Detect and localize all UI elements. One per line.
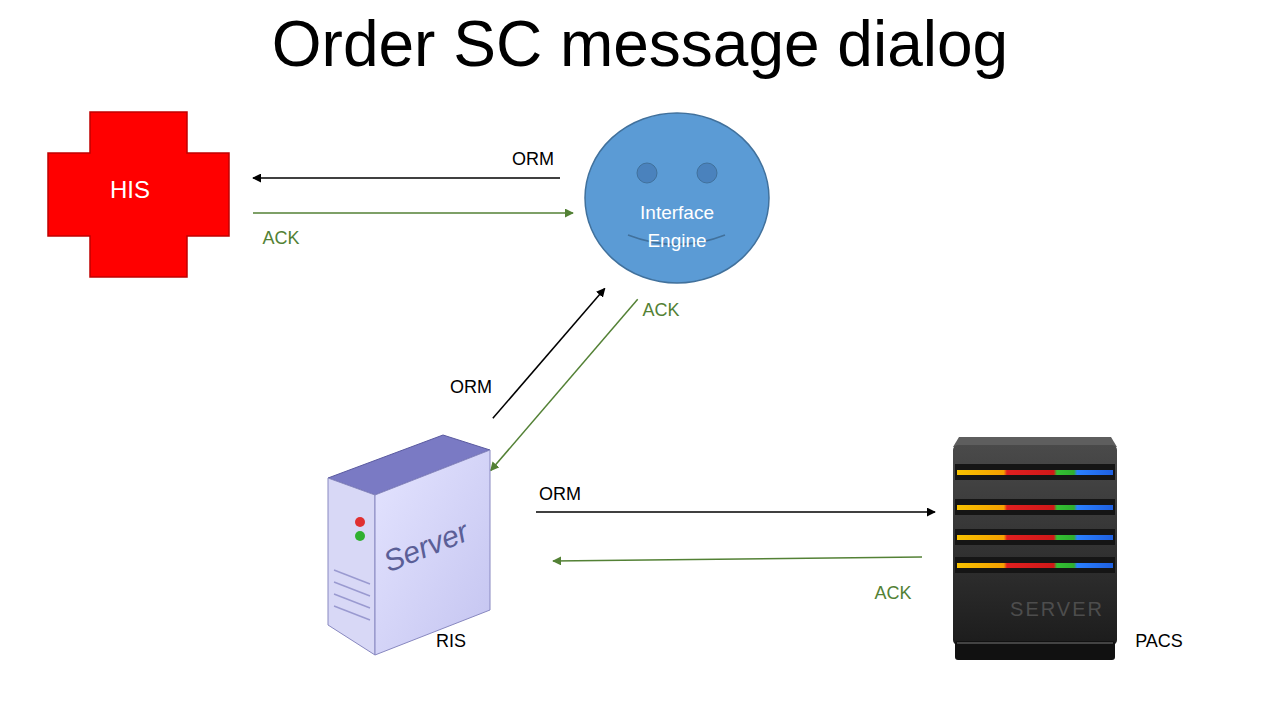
ris-node: ServerRIS bbox=[328, 435, 490, 655]
server-front bbox=[375, 450, 490, 655]
light-stripe bbox=[957, 563, 1113, 568]
message-label: ACK bbox=[642, 300, 679, 321]
node-caption: RIS bbox=[436, 631, 466, 652]
groove bbox=[955, 529, 1115, 545]
diagram-title: Order SC message dialog bbox=[0, 4, 1280, 84]
face-node: Interface Engine bbox=[584, 112, 770, 284]
node-label: HIS bbox=[110, 176, 150, 204]
engine-circle bbox=[585, 113, 769, 283]
node-label: Interface Engine bbox=[617, 199, 737, 255]
message-arrow bbox=[253, 177, 560, 179]
light-stripe bbox=[957, 535, 1113, 540]
face-eye bbox=[697, 163, 717, 183]
base-lip bbox=[957, 642, 1113, 644]
vent-line bbox=[334, 594, 370, 608]
node-label: SERVER bbox=[1010, 598, 1104, 621]
groove bbox=[955, 464, 1115, 480]
message-label: ACK bbox=[262, 228, 299, 249]
cross-shape bbox=[48, 112, 229, 277]
tower-base bbox=[955, 641, 1115, 660]
pacs-node: SERVERPACS bbox=[953, 437, 1117, 660]
message-label: ORM bbox=[450, 377, 492, 398]
node-caption: PACS bbox=[1135, 631, 1183, 652]
message-arrow bbox=[253, 212, 573, 214]
message-arrow bbox=[553, 557, 922, 561]
node-outline bbox=[953, 437, 1117, 660]
message-label: ACK bbox=[874, 583, 911, 604]
status-led bbox=[355, 531, 365, 541]
vent-line bbox=[334, 570, 370, 584]
light-stripe bbox=[957, 470, 1113, 475]
message-label: ORM bbox=[512, 149, 554, 170]
tower-body bbox=[953, 445, 1117, 645]
status-led bbox=[355, 517, 365, 527]
message-arrow bbox=[536, 511, 935, 513]
server-side bbox=[328, 478, 375, 655]
node-outline bbox=[584, 112, 770, 284]
vent-line bbox=[334, 606, 370, 620]
message-label: ORM bbox=[539, 484, 581, 505]
groove bbox=[955, 557, 1115, 573]
vent-line bbox=[334, 582, 370, 596]
light-stripe bbox=[957, 505, 1113, 510]
message-arrow bbox=[493, 289, 605, 419]
cross-node: HIS bbox=[48, 112, 229, 277]
message-arrow bbox=[491, 299, 638, 470]
groove bbox=[955, 499, 1115, 515]
face-eye bbox=[637, 163, 657, 183]
